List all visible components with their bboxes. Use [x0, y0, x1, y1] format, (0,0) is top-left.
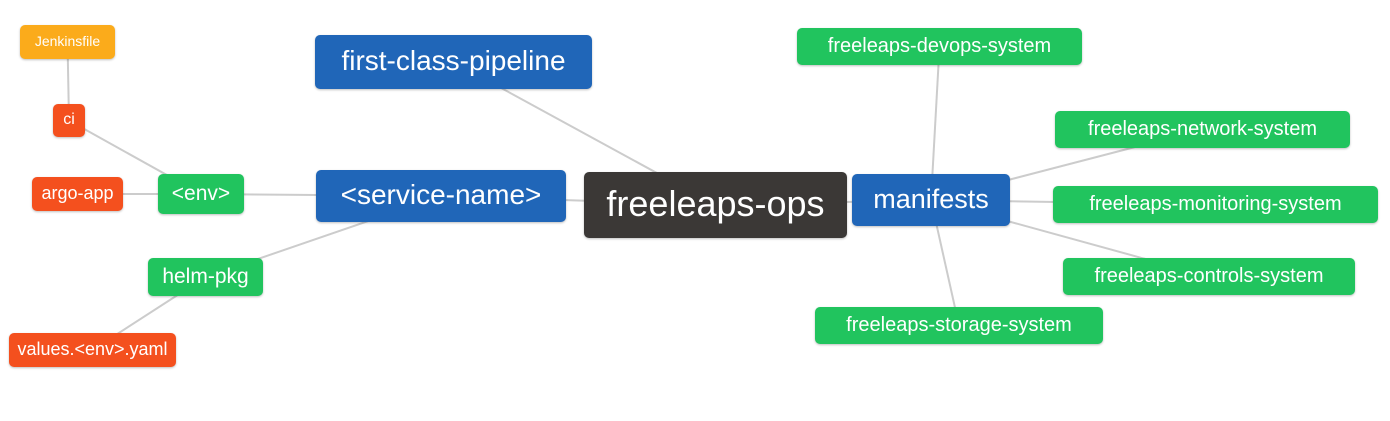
- node-label: freeleaps-monitoring-system: [1089, 192, 1342, 215]
- node-ci[interactable]: ci: [53, 104, 85, 137]
- node-monitoring-system[interactable]: freeleaps-monitoring-system: [1053, 186, 1378, 223]
- node-values-yaml[interactable]: values.<env>.yaml: [9, 333, 176, 367]
- node-label: ci: [63, 110, 75, 128]
- node-label: freeleaps-controls-system: [1094, 264, 1324, 287]
- node-label: helm-pkg: [162, 264, 249, 288]
- node-label: Jenkinsfile: [34, 33, 101, 49]
- node-label: freeleaps-storage-system: [846, 313, 1072, 336]
- node-manifests[interactable]: manifests: [852, 174, 1010, 226]
- node-helm-pkg[interactable]: helm-pkg: [148, 258, 263, 296]
- node-label: manifests: [873, 183, 989, 214]
- node-argo-app[interactable]: argo-app: [32, 177, 123, 211]
- node-jenkinsfile[interactable]: Jenkinsfile: [20, 25, 115, 59]
- node-label: freeleaps-network-system: [1088, 117, 1317, 140]
- node-service-name[interactable]: <service-name>: [316, 170, 566, 222]
- node-devops-system[interactable]: freeleaps-devops-system: [797, 28, 1082, 65]
- node-first-class-pipeline[interactable]: first-class-pipeline: [315, 35, 592, 89]
- node-freeleaps-ops[interactable]: freeleaps-ops: [584, 172, 847, 238]
- node-network-system[interactable]: freeleaps-network-system: [1055, 111, 1350, 148]
- node-label: <service-name>: [340, 179, 542, 210]
- node-storage-system[interactable]: freeleaps-storage-system: [815, 307, 1103, 344]
- node-label: <env>: [171, 181, 231, 205]
- node-label: freeleaps-ops: [606, 183, 825, 224]
- node-label: argo-app: [41, 183, 114, 203]
- node-label: values.<env>.yaml: [17, 339, 168, 359]
- node-controls-system[interactable]: freeleaps-controls-system: [1063, 258, 1355, 295]
- node-env[interactable]: <env>: [158, 174, 244, 214]
- node-label: freeleaps-devops-system: [827, 34, 1052, 57]
- node-label: first-class-pipeline: [341, 45, 566, 76]
